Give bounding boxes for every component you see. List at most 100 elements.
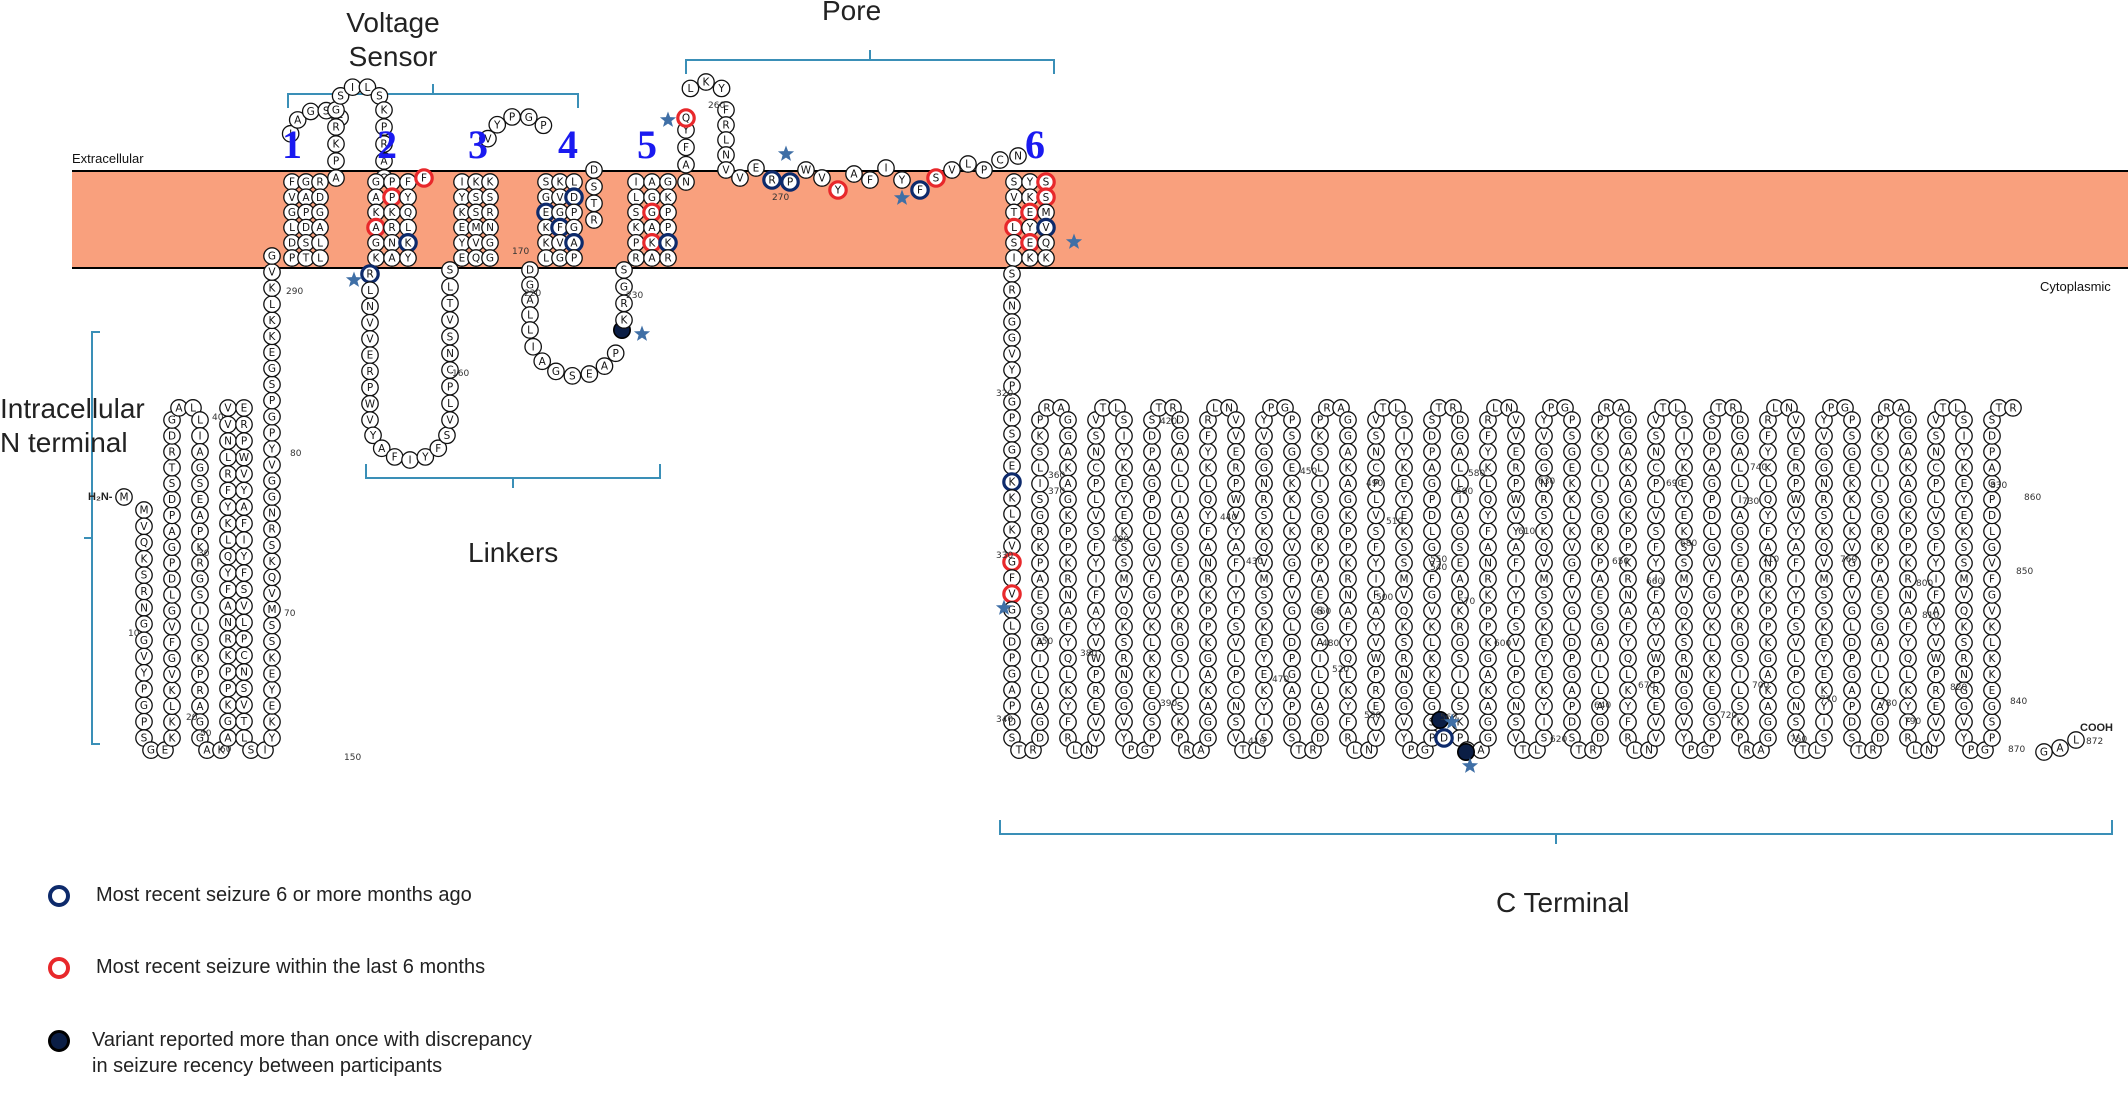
svg-text:A: A — [203, 745, 211, 757]
svg-text:A: A — [1736, 446, 1744, 458]
residue: V — [1955, 713, 1973, 731]
svg-text:P: P — [1149, 446, 1155, 458]
svg-text:Q: Q — [1624, 653, 1632, 665]
svg-text:Y: Y — [1008, 365, 1016, 377]
svg-text:K: K — [197, 542, 205, 554]
residue: G — [1171, 522, 1189, 541]
svg-text:R: R — [1904, 574, 1911, 586]
pore-label: Pore — [822, 0, 882, 26]
residue: Y — [1479, 506, 1497, 525]
svg-text:G: G — [1960, 701, 1968, 713]
svg-text:V: V — [1288, 590, 1296, 602]
svg-text:A: A — [1204, 701, 1212, 713]
star-marker-icon — [1461, 757, 1479, 773]
residue: L — [1871, 665, 1889, 684]
svg-text:P: P — [1625, 526, 1631, 538]
svg-text:A: A — [1176, 574, 1184, 586]
svg-text:N: N — [1372, 446, 1380, 458]
svg-text:G: G — [1400, 701, 1408, 713]
star-marker-icon — [1443, 713, 1461, 729]
svg-text:A: A — [224, 601, 232, 613]
svg-text:P: P — [381, 122, 387, 134]
residue-number: 650 — [1612, 557, 1629, 567]
residue: S — [1031, 601, 1049, 620]
svg-text:N: N — [366, 301, 374, 313]
svg-text:K: K — [665, 192, 673, 204]
residue: L — [1927, 490, 1945, 509]
residue: V — [1927, 729, 1945, 747]
residue: L — [441, 277, 459, 296]
residue: K — [1255, 681, 1273, 700]
svg-text:V: V — [1512, 637, 1520, 649]
svg-text:K: K — [1737, 605, 1745, 617]
svg-text:R: R — [1603, 402, 1610, 414]
residue: S — [1703, 713, 1721, 731]
residue: K — [1899, 554, 1917, 572]
svg-text:Y: Y — [404, 253, 412, 265]
residue: L — [441, 394, 459, 413]
svg-text:S: S — [141, 733, 148, 745]
residue: P — [1759, 617, 1777, 636]
svg-text:E: E — [162, 745, 169, 757]
svg-text:G: G — [1176, 431, 1184, 443]
legend-text-red: Most recent seizure within the last 6 mo… — [96, 956, 486, 978]
svg-text:L: L — [1737, 462, 1743, 474]
svg-text:W: W — [1791, 494, 1802, 506]
residue: F — [1367, 538, 1385, 557]
residue: S — [1451, 697, 1469, 716]
svg-text:S: S — [1681, 637, 1688, 649]
svg-text:A: A — [1064, 605, 1072, 617]
residue-number: 590 — [1456, 487, 1473, 497]
svg-text:K: K — [1905, 462, 1913, 474]
residue-number: 370 — [1048, 487, 1065, 497]
residue: V — [943, 161, 961, 179]
residue: G — [1255, 458, 1273, 477]
svg-text:G: G — [1624, 494, 1632, 506]
residue-number: 740 — [1750, 463, 1767, 473]
residue: G — [301, 102, 320, 121]
svg-text:V: V — [1092, 510, 1100, 522]
residue: P — [975, 161, 993, 179]
svg-text:E: E — [1093, 701, 1100, 713]
svg-text:L: L — [965, 159, 971, 171]
svg-text:A: A — [1288, 685, 1296, 697]
residue: L — [521, 306, 539, 324]
svg-text:K: K — [1541, 621, 1549, 633]
residue: K — [327, 135, 345, 153]
svg-text:P: P — [1128, 745, 1134, 757]
residue: Y — [1647, 617, 1665, 636]
residue: M — [1815, 570, 1833, 588]
svg-text:V: V — [1372, 733, 1380, 745]
svg-text:K: K — [1401, 526, 1409, 538]
svg-text:P: P — [367, 382, 373, 394]
residue: K — [1311, 538, 1329, 557]
svg-text:C: C — [1792, 685, 1799, 697]
svg-text:L: L — [1877, 462, 1883, 474]
residue: G — [1479, 729, 1497, 747]
residue: A — [1199, 538, 1217, 557]
star-marker-icon — [345, 271, 363, 287]
svg-text:A: A — [378, 443, 386, 455]
svg-text:E: E — [269, 700, 276, 712]
residue: A — [383, 249, 401, 267]
residue: P — [1087, 474, 1105, 493]
svg-text:L: L — [1905, 669, 1911, 681]
residue: I — [191, 427, 209, 445]
svg-text:P: P — [1289, 653, 1295, 665]
residue: V — [1983, 601, 2001, 620]
residue: F — [1339, 617, 1357, 636]
svg-text:N: N — [1064, 590, 1072, 602]
residue-number: 400 — [1112, 535, 1129, 545]
residue: P — [1507, 665, 1525, 684]
residue: L — [1087, 490, 1105, 509]
svg-text:K: K — [1737, 717, 1745, 729]
residue: R — [1759, 570, 1777, 588]
residue: A — [1647, 601, 1665, 620]
svg-text:P: P — [1317, 558, 1323, 570]
residue-number: 800 — [1916, 579, 1933, 589]
residue: P — [1479, 617, 1497, 636]
svg-text:V: V — [1010, 192, 1018, 204]
residue: A — [1871, 570, 1889, 588]
residue: N — [717, 146, 735, 164]
residue-number: 330 — [996, 551, 1013, 561]
